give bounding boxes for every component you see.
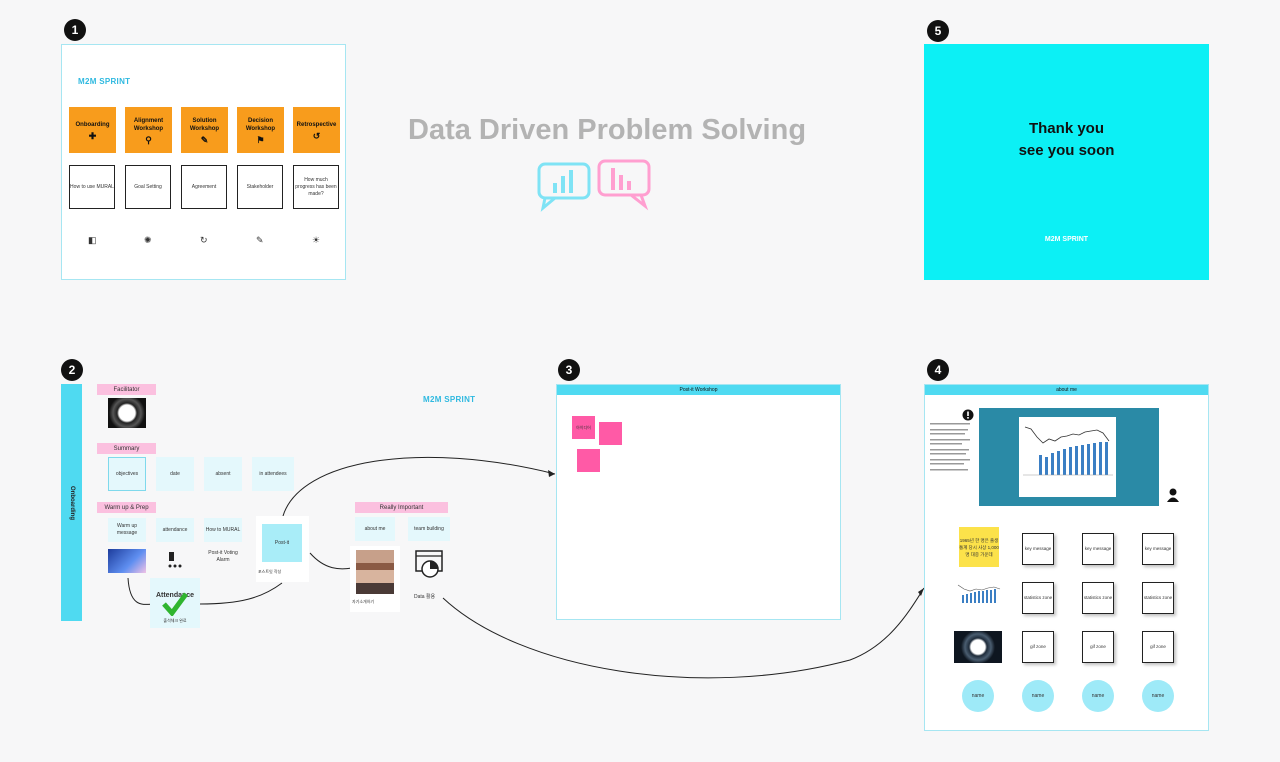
- box-goal[interactable]: Goal Setting: [125, 165, 171, 209]
- timer-icon: [165, 550, 185, 570]
- label-summary: Summary: [97, 443, 156, 454]
- warmup-image: [108, 549, 146, 573]
- really-team-building[interactable]: team building: [408, 517, 450, 541]
- label-really-important: Really Important: [355, 502, 448, 513]
- frame-number-2: 2: [61, 359, 83, 381]
- postit-note[interactable]: Post-it: [262, 524, 302, 562]
- name-circle[interactable]: name: [1022, 680, 1054, 712]
- statistics-image: [954, 579, 1004, 609]
- name-circle[interactable]: name: [1142, 680, 1174, 712]
- stage-retrospective[interactable]: Retrospective↺: [293, 107, 340, 153]
- chart-panel: [979, 408, 1159, 506]
- box-progress[interactable]: How much progress has been made?: [293, 165, 339, 209]
- alert-icon: [962, 409, 974, 421]
- statistics-zone-box[interactable]: statistics zone: [1142, 582, 1174, 614]
- name-circle[interactable]: name: [1082, 680, 1114, 712]
- bottom-icon: ↻: [200, 235, 208, 245]
- frame-number-5: 5: [927, 20, 949, 42]
- stage-solution[interactable]: Solution Workshop✎: [181, 107, 228, 153]
- label-facilitator: Facilitator: [97, 384, 156, 395]
- stage-decision[interactable]: Decision Workshop⚑: [237, 107, 284, 153]
- frame-number-1: 1: [64, 19, 86, 41]
- attendance-card[interactable]: Attendance 출석체크 완료: [150, 578, 200, 628]
- gif-zone-box[interactable]: gif zone: [1082, 631, 1114, 663]
- box-mural[interactable]: How to use MURAL: [69, 165, 115, 209]
- warmup-mural[interactable]: How to MURAL: [204, 518, 242, 542]
- sticky-note[interactable]: [599, 422, 622, 445]
- statistics-zone-box[interactable]: statistics zone: [1082, 582, 1114, 614]
- frame-3[interactable]: Post-it Workshop 아이디어: [556, 384, 841, 620]
- frame-4-header: about me: [925, 385, 1208, 395]
- bottom-icon: ☀: [312, 235, 321, 245]
- stage-icon: ✎: [200, 134, 209, 145]
- warmup-attendance[interactable]: attendance: [156, 518, 194, 542]
- person-icon: [1167, 488, 1179, 502]
- box-stakeholder[interactable]: Stakeholder: [237, 165, 283, 209]
- notes-text-lines: [930, 423, 970, 471]
- photo-card[interactable]: 자기소개하기: [350, 546, 400, 612]
- statistics-zone-box[interactable]: statistics zone: [1022, 582, 1054, 614]
- check-icon: [162, 592, 188, 616]
- frame-number-4: 4: [927, 359, 949, 381]
- sticky-note[interactable]: 아이디어: [572, 416, 595, 439]
- name-circle[interactable]: name: [962, 680, 994, 712]
- yellow-note[interactable]: 1965년 한 명은 출생 통계 당시 사상 1,000명 대중 가운데: [959, 527, 999, 567]
- summary-date[interactable]: date: [156, 457, 194, 491]
- stage-icon: ✚: [88, 130, 97, 141]
- vote-text: Post-it Voting Alarm: [208, 550, 238, 563]
- summary-absent[interactable]: absent: [204, 457, 242, 491]
- label-warmup: Warm up & Prep: [97, 502, 156, 513]
- m2m-logo: M2M SPRINT: [78, 77, 131, 86]
- gif-zone-box[interactable]: gif zone: [1022, 631, 1054, 663]
- box-agreement[interactable]: Agreement: [181, 165, 227, 209]
- summary-attendees[interactable]: in attendees: [252, 457, 294, 491]
- summary-objectives[interactable]: objectives: [108, 457, 146, 491]
- stage-alignment[interactable]: Alignment Workshop⚲: [125, 107, 172, 153]
- frame-3-header: Post-it Workshop: [557, 385, 840, 395]
- birth-chart-image: [1019, 417, 1116, 497]
- bottom-icon: ✎: [256, 235, 264, 245]
- chat-chart-icon: [537, 159, 651, 212]
- frame-1[interactable]: M2M SPRINT Onboarding✚ Alignment Worksho…: [61, 44, 346, 280]
- postit-card[interactable]: Post-it 포스트잇 작성: [256, 516, 309, 582]
- onboarding-sidebar[interactable]: Onboarding: [61, 384, 82, 621]
- key-message-box[interactable]: key message: [1142, 533, 1174, 565]
- bottom-icon: ✺: [144, 235, 152, 245]
- key-message-box[interactable]: key message: [1082, 533, 1114, 565]
- m2m-logo: M2M SPRINT: [423, 395, 476, 404]
- stage-icon: ⚑: [256, 134, 265, 145]
- portrait-image: [356, 550, 394, 594]
- facilitator-image: [108, 398, 146, 428]
- key-message-box[interactable]: key message: [1022, 533, 1054, 565]
- gif-zone-box[interactable]: gif zone: [1142, 631, 1174, 663]
- frame-number-3: 3: [558, 359, 580, 381]
- bottom-icon: ◧: [88, 235, 97, 245]
- frame-4[interactable]: about me 1965년 한 명은 출생 통계 당시 사상 1,000명 대…: [924, 384, 1209, 731]
- m2m-logo: M2M SPRINT: [1044, 236, 1089, 243]
- data-label: Data 활용: [414, 594, 436, 600]
- really-about-me[interactable]: about me: [355, 517, 395, 541]
- stage-icon: ⚲: [145, 134, 152, 145]
- stage-onboarding[interactable]: Onboarding✚: [69, 107, 116, 153]
- sticky-note[interactable]: [577, 449, 600, 472]
- report-chart-icon: [415, 550, 443, 578]
- warmup-message[interactable]: Warm up message: [108, 518, 146, 542]
- gif-image: [954, 631, 1002, 663]
- stage-icon: ↺: [312, 130, 321, 141]
- board-title: Data Driven Problem Solving: [408, 114, 807, 146]
